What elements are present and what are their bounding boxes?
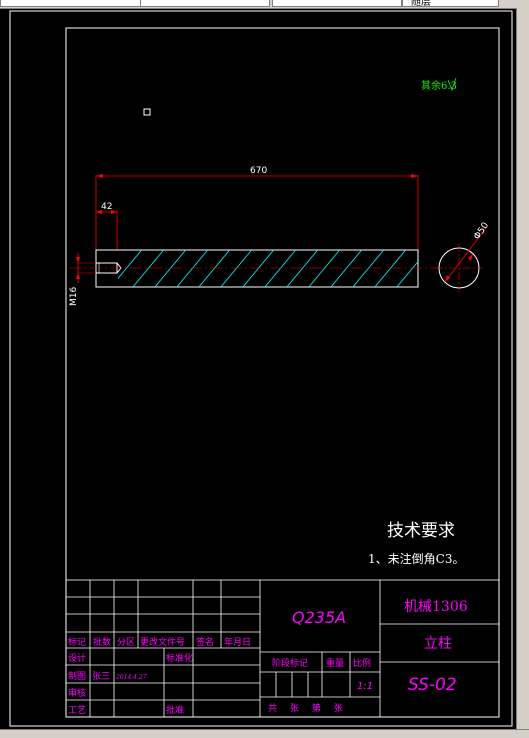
label-bili: 比例 — [353, 657, 371, 669]
rod-hatching — [118, 250, 418, 287]
label-jieduan: 阶段标记 — [272, 657, 308, 669]
label-gengai: 更改文件号 — [140, 636, 185, 648]
dim-text-m16: M16 — [69, 287, 79, 306]
linetype-dropdown[interactable] — [272, 0, 402, 7]
dim-arrow-m16-bottom — [76, 273, 80, 279]
label-zhongliang: 重量 — [326, 657, 344, 669]
dim-arrow-42-left — [96, 210, 102, 214]
label-biaozhunhua: 标准化 — [166, 652, 193, 664]
label-pizhun: 批准 — [166, 704, 184, 716]
grip-square[interactable] — [143, 108, 151, 116]
scale-field: 1:1 — [357, 681, 373, 692]
label-chushu: 批数 — [93, 636, 111, 648]
material-field: Q235A — [292, 608, 346, 627]
tech-req-title: 技术要求 — [387, 521, 455, 541]
cad-drawing-canvas[interactable]: 其余6.3 670 42 — [0, 0, 517, 730]
dim-line-diameter — [444, 227, 487, 283]
roughness-note: 其余6.3 — [421, 79, 457, 92]
label-fenqu: 分区 — [117, 637, 135, 648]
org-field: 机械1306 — [404, 599, 468, 615]
vertical-scrollbar[interactable] — [516, 8, 529, 730]
lineweight-dropdown[interactable]: 随层 — [402, 0, 499, 8]
draftsman-name: 张三 — [92, 671, 110, 682]
part-name-field: 立柱 — [424, 636, 452, 652]
drawing-no-field: SS-02 — [408, 675, 457, 695]
label-biaoji: 标记 — [68, 636, 86, 648]
horizontal-scrollbar[interactable] — [0, 729, 529, 738]
dim-text-diameter: Φ50 — [472, 221, 491, 242]
outer-frame — [9, 10, 513, 727]
label-nianyueri: 年月日 — [224, 636, 251, 648]
label-shenhe: 审核 — [68, 687, 86, 699]
rod-outline — [95, 249, 419, 288]
dim-arrow-m16-top — [76, 257, 80, 263]
dim-text-42: 42 — [101, 202, 112, 212]
color-dropdown[interactable] — [140, 0, 270, 7]
dim-text-670: 670 — [250, 166, 267, 176]
label-sheji: 设计 — [68, 652, 86, 664]
label-gongyi: 工艺 — [68, 705, 86, 716]
dim-arrow-dia-2 — [468, 254, 473, 261]
tech-req-item-1: 1、未注倒角C3。 — [368, 551, 464, 566]
dim-arrow-right — [411, 174, 418, 178]
label-qianming: 签名 — [196, 636, 214, 648]
draft-date: 2014.4.27 — [115, 674, 147, 681]
label-sheets: 共 张 第 张 — [268, 702, 343, 714]
lineweight-value: 随层 — [411, 0, 431, 8]
dim-arrow-dia-1 — [445, 275, 450, 282]
dim-arrow-left — [96, 174, 103, 178]
toolbar: 随层 — [0, 0, 529, 9]
roughness-symbol — [447, 77, 457, 92]
label-zhitu: 制图 — [68, 670, 86, 682]
dim-arrow-42-right — [111, 210, 117, 214]
title-block-grid — [65, 579, 500, 718]
